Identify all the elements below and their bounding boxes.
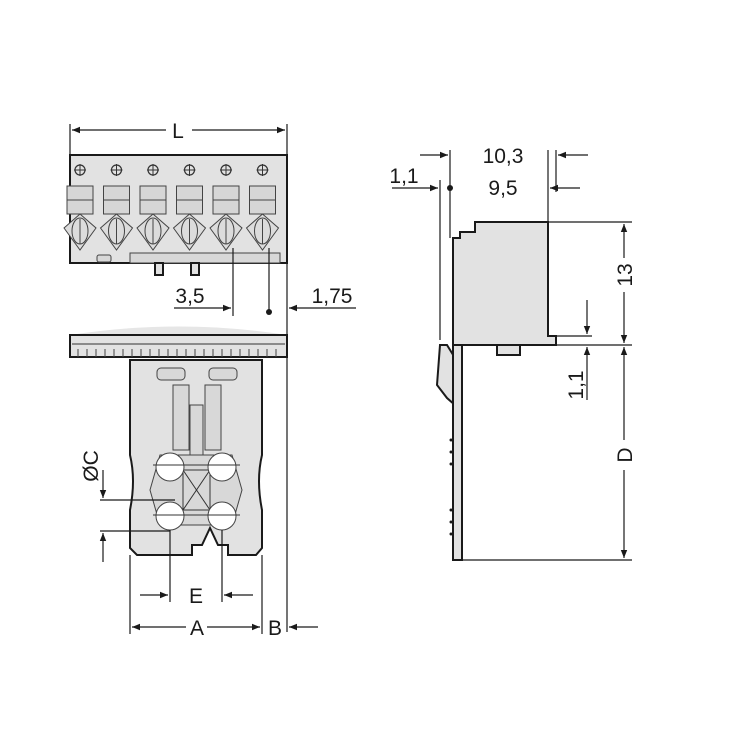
side-body	[452, 221, 557, 346]
dimension-L: L	[69, 120, 288, 632]
pole	[99, 164, 134, 251]
pins	[155, 452, 237, 531]
dimension-label-flange: 1,1	[389, 165, 418, 188]
dimension-label-body-depth: 9,5	[488, 177, 517, 200]
dimension-A-B: A B	[129, 555, 318, 640]
dimension-side-right: 13 1,1 D	[462, 221, 637, 561]
dimension-label-pin-length: D	[614, 447, 637, 462]
dimension-label-C: ØC	[80, 450, 103, 482]
dimension-label-standoff: 1,1	[565, 370, 588, 399]
dimension-label-A: A	[190, 617, 204, 640]
dimension-label-E: E	[189, 585, 203, 608]
bottom-view	[69, 326, 288, 556]
dimension-E: E	[140, 530, 253, 608]
coding-slot	[96, 254, 112, 263]
pole-row	[63, 164, 280, 251]
bottom-rail	[129, 252, 281, 264]
dimension-pitch: 3,5 1,75	[174, 248, 356, 316]
pole	[245, 164, 280, 251]
pole	[136, 164, 170, 251]
side-view	[435, 221, 557, 561]
dimension-C: ØC	[80, 450, 175, 562]
peg-right	[190, 262, 200, 276]
dimension-label-height: 13	[614, 263, 637, 286]
pole	[172, 164, 207, 251]
dimension-label-offset: 1,75	[312, 285, 353, 308]
pole	[63, 164, 97, 251]
dimension-label-B: B	[268, 617, 282, 640]
dimension-label-pitch: 3,5	[175, 285, 204, 308]
front-view	[63, 154, 288, 276]
solder-pin	[452, 344, 463, 561]
dimension-side-top: 10,3 9,5 1,1	[389, 145, 588, 340]
peg-left	[154, 262, 164, 276]
flange-teeth	[77, 349, 277, 357]
pole	[209, 164, 243, 251]
top-flange	[69, 334, 288, 358]
dimension-label-overall-depth: 10,3	[483, 145, 524, 168]
dimension-label-L: L	[172, 120, 184, 143]
